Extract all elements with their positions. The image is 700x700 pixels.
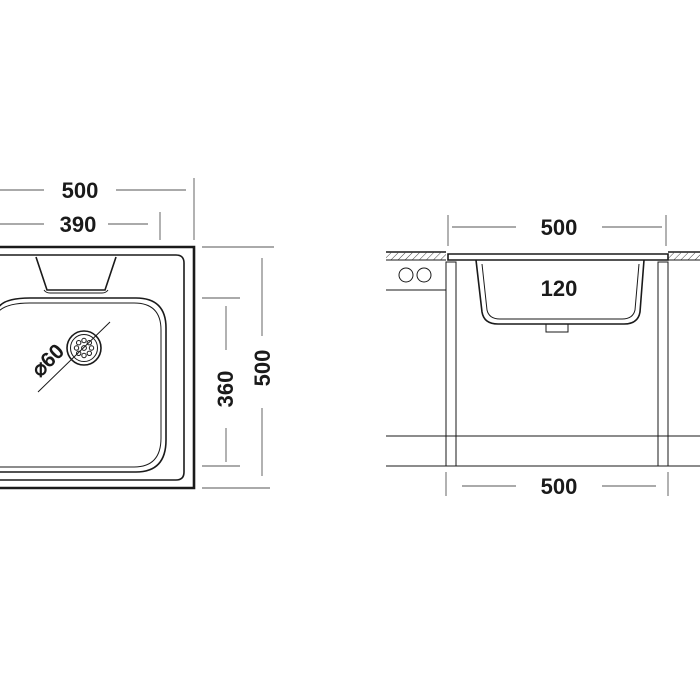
top-view: ⌀60 500 390 360 500 [0, 178, 275, 490]
dim-top-overall-width: 500 [62, 178, 99, 203]
countertop-right-hatch [668, 252, 700, 260]
dim-side-overall-width: 500 [541, 215, 578, 240]
sink-side-rim [447, 253, 669, 261]
dim-top-bowl-width: 390 [60, 212, 97, 237]
dim-bowl-depth: 360 [213, 371, 238, 408]
sink-side-drain [545, 323, 569, 333]
drain-leader-line [37, 321, 111, 393]
pipe-circle-right [416, 267, 432, 283]
sink-outer-rim [0, 245, 196, 490]
dim-side-bowl-depth: 120 [541, 276, 578, 301]
side-view: 500 120 500 [386, 215, 700, 499]
overflow-notch [35, 256, 117, 291]
sink-side-bowl-inner [481, 263, 640, 320]
drain-diameter-label: ⌀60 [27, 340, 69, 382]
dim-overall-depth: 500 [250, 350, 275, 387]
sink-bowl-inner-line [0, 302, 162, 468]
cabinet-left-wall [445, 261, 457, 467]
overflow-notch-inner [43, 289, 109, 294]
cabinet-right-wall [657, 261, 669, 467]
pipe-circle-left [398, 267, 414, 283]
sink-inner-rim [0, 254, 185, 481]
dim-side-cabinet-width: 500 [541, 474, 578, 499]
drain-strainer [66, 330, 102, 366]
countertop-left-hatch [386, 252, 446, 260]
sink-bowl [0, 297, 167, 473]
